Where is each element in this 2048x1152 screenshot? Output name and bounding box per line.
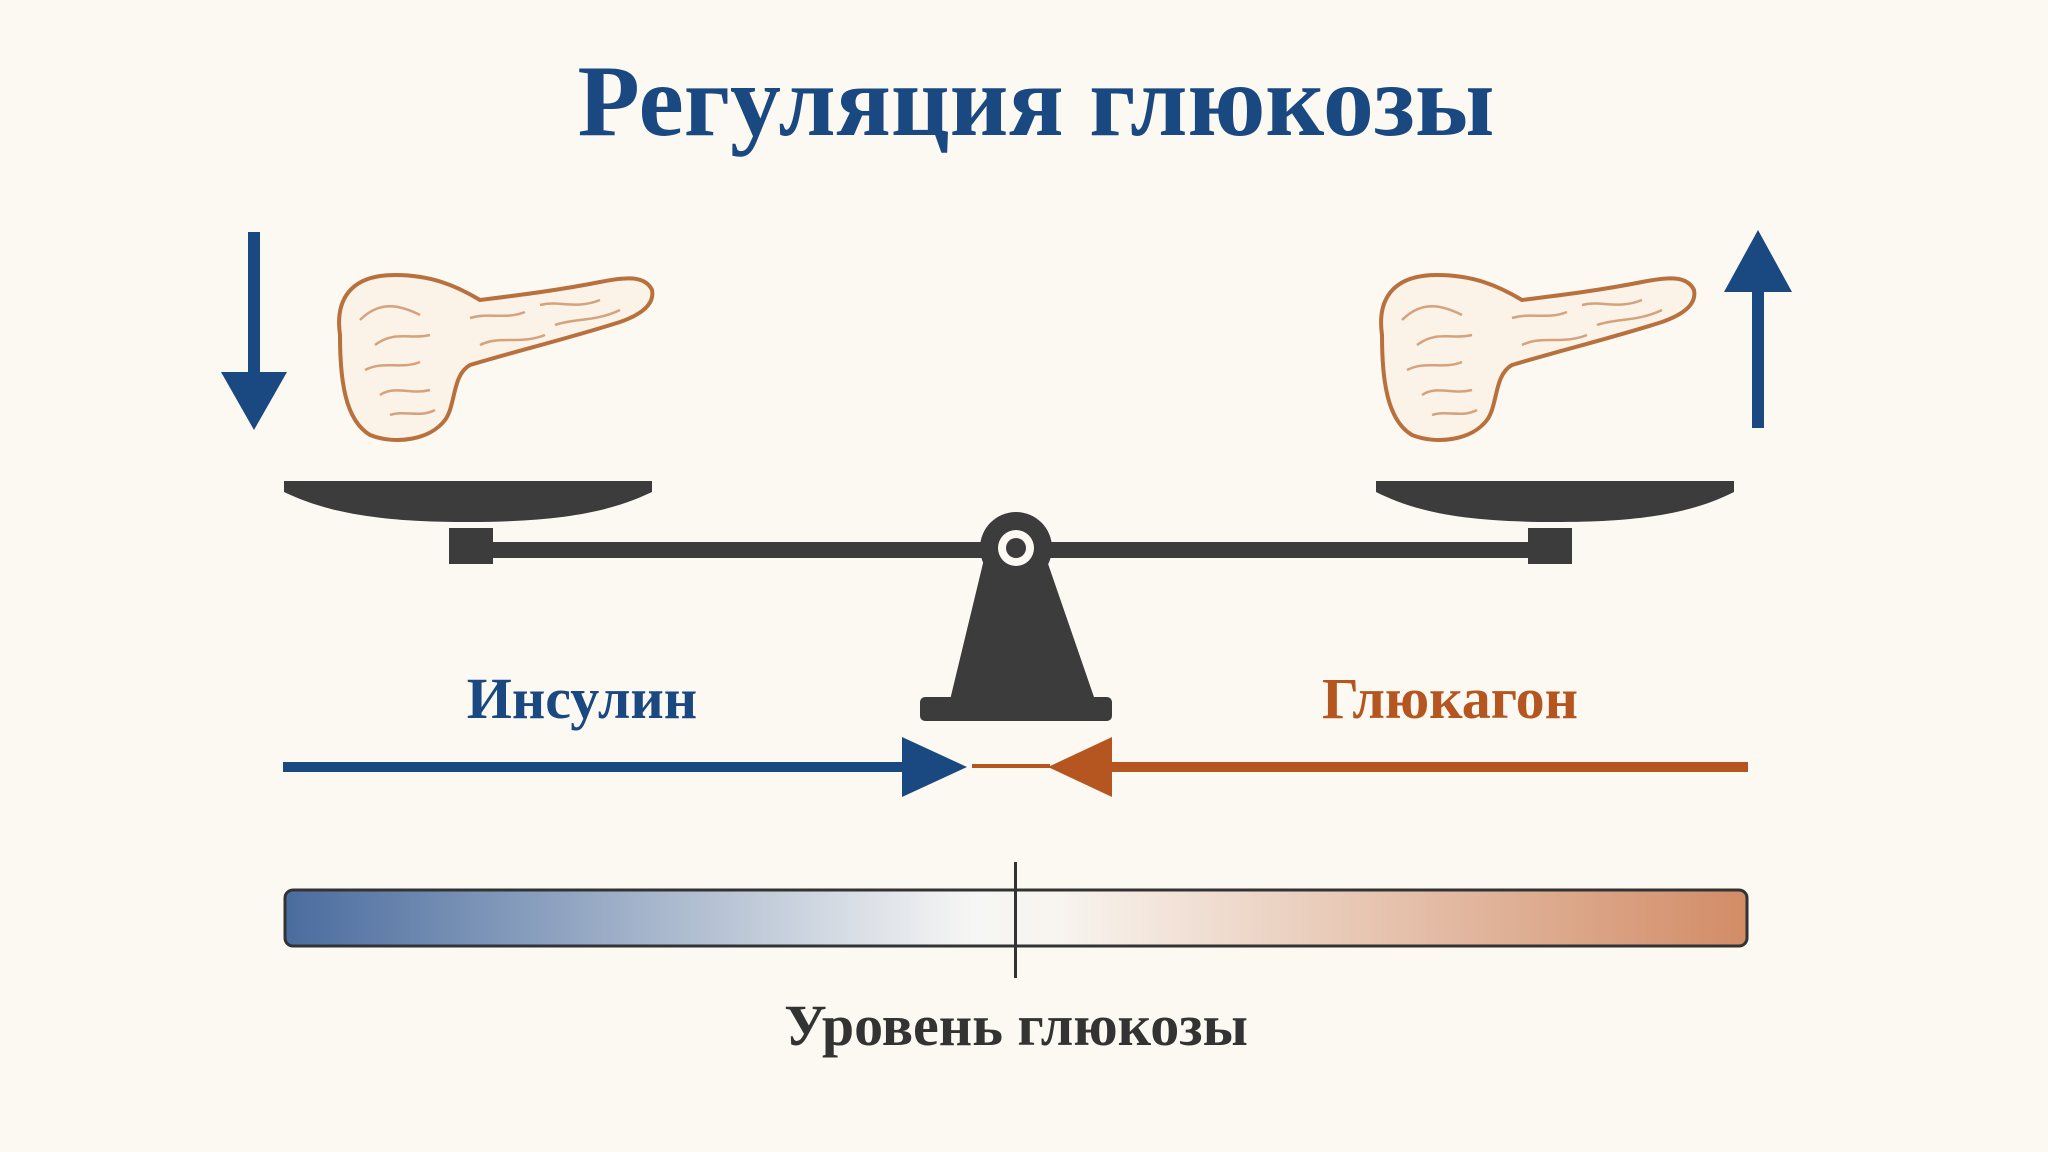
glucose-level-midline bbox=[1014, 862, 1017, 978]
arrow-up-icon bbox=[1724, 230, 1792, 428]
pancreas-icon bbox=[337, 272, 655, 442]
balance-scale bbox=[284, 481, 1734, 721]
left-scale-pan bbox=[284, 481, 652, 522]
page-title: Регуляция глюкозы bbox=[577, 45, 1494, 158]
scale-base bbox=[920, 697, 1112, 721]
insulin-label: Инсулин bbox=[467, 666, 697, 731]
insulin-arrow bbox=[283, 737, 967, 797]
scale-stand bbox=[950, 555, 1095, 700]
glucagon-label: Глюкагон bbox=[1322, 666, 1578, 731]
balance-point-marker bbox=[972, 764, 1050, 768]
right-scale-pan bbox=[1376, 481, 1734, 522]
arrow-down-icon bbox=[221, 232, 287, 430]
glucose-level-label: Уровень глюкозы bbox=[784, 993, 1248, 1058]
glucagon-arrow bbox=[1048, 737, 1748, 797]
pancreas-icon bbox=[1379, 272, 1697, 442]
